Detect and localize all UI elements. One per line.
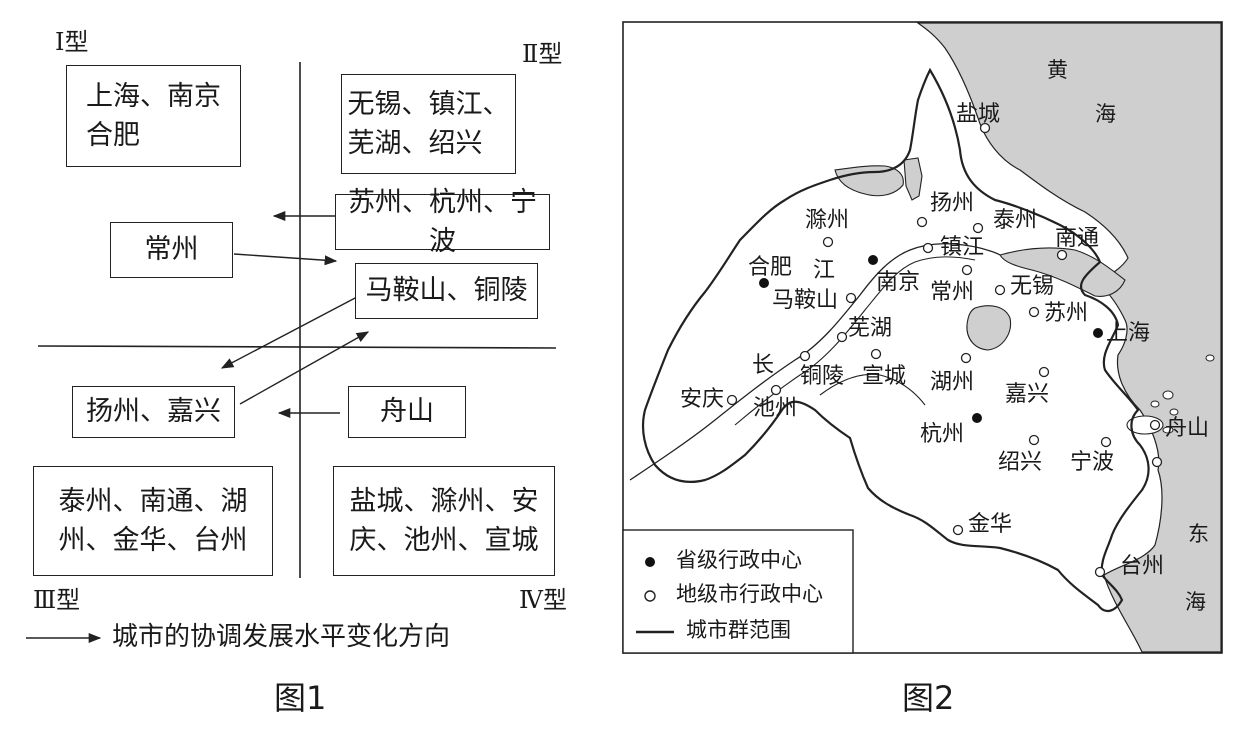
box-taizhou-nantong-huzhou-jinhua-taizhou: 泰州、南通、湖州、金华、台州 — [33, 466, 273, 576]
city-label-suzhou: 苏州 — [1044, 301, 1089, 326]
figure1-legend-label: 城市的协调发展水平变化方向 — [112, 622, 451, 652]
box-zhoushan: 舟山 — [348, 386, 466, 438]
prefectural-center-marker-taizhou_zj — [1094, 566, 1106, 578]
prefectural-center-marker-zhoushan — [1149, 419, 1161, 431]
provincial-center-marker-shanghai — [1093, 328, 1103, 338]
yangtze-river — [629, 243, 1001, 481]
prefectural-center-marker-zhenjiang — [922, 242, 934, 254]
prefectural-center-marker-jinhua — [952, 524, 964, 536]
prefectural-center-marker-tongling — [799, 350, 811, 362]
city-label-huzhou: 湖州 — [930, 370, 975, 395]
island — [1169, 408, 1179, 416]
type4-label: Ⅳ型 — [519, 586, 567, 614]
island — [1162, 390, 1174, 400]
prefectural-center-marker-shaoxing — [1028, 434, 1040, 446]
inner-boundary — [819, 373, 926, 406]
box-suzhou-hangzhou-ningbo: 苏州、杭州、宁波 — [335, 187, 550, 257]
box-maanshan-tongling: 马鞍山、铜陵 — [355, 263, 538, 319]
city-label-maanshan: 马鞍山 — [772, 288, 839, 313]
city-label-hangzhou: 杭州 — [920, 422, 965, 447]
prefectural-center-marker-taizhou_js — [972, 222, 984, 234]
prefectural-center-marker-chizhou — [770, 384, 782, 396]
lake-gaoyou — [903, 157, 923, 201]
figure2-caption: 图2 — [902, 679, 955, 717]
legend-boundary-label: 城市群范围 — [686, 618, 791, 642]
arrow-changzhou-to-right — [233, 253, 338, 266]
prefectural-center-marker-ningbo — [1100, 436, 1112, 448]
city-label-taizhou-js: 泰州 — [993, 208, 1038, 233]
prefectural-center-marker-yangzhou — [916, 216, 928, 228]
city-label-chizhou: 池州 — [753, 396, 798, 421]
city-label-jinhua: 金华 — [968, 512, 1013, 537]
city-label-ningbo: 宁波 — [1070, 450, 1115, 475]
legend-prefectural-label: 地级市行政中心 — [676, 582, 823, 606]
city-label-nantong: 南通 — [1055, 226, 1100, 251]
type3-label: Ⅲ型 — [33, 586, 81, 614]
city-label-wuhu: 芜湖 — [848, 316, 893, 341]
city-label-shanghai: 上海 — [1106, 321, 1151, 346]
city-label-hefei: 合肥 — [748, 255, 793, 280]
prefectural-center-marker-anqing — [726, 394, 738, 406]
city-label-anqing: 安庆 — [680, 387, 725, 412]
sea-label-hai-1: 海 — [1095, 102, 1116, 126]
city-label-shaoxing: 绍兴 — [998, 450, 1043, 475]
city-label-zhenjiang: 镇江 — [940, 235, 985, 260]
type2-label: Ⅱ型 — [522, 40, 563, 68]
island — [1150, 400, 1160, 408]
city-label-jiaxing: 嘉兴 — [1005, 382, 1050, 407]
prefectural-center-marker-huzhou — [960, 352, 972, 364]
yangtze-estuary — [999, 247, 1126, 297]
city-label-xuancheng: 宣城 — [862, 364, 907, 389]
city-label-wuxi: 无锡 — [1010, 274, 1055, 299]
city-label-zhoushan: 舟山 — [1165, 416, 1210, 441]
city-label-changzhou: 常州 — [930, 280, 975, 305]
legend-provincial-label: 省级行政中心 — [676, 548, 802, 572]
legend-prefectural-circle-icon — [644, 590, 656, 602]
sea-label-huang: 黄 — [1047, 58, 1068, 82]
prefectural-center-marker-yancheng — [979, 122, 991, 134]
box-yangzhou-jiaxing: 扬州、嘉兴 — [72, 386, 235, 438]
box-wuxi-zhenjiang-wuhu-shaoxing: 无锡、镇江、芜湖、绍兴 — [341, 74, 516, 174]
city-label-taizhou-zj: 台州 — [1120, 554, 1165, 579]
island — [1205, 354, 1215, 362]
river-label-chang: 长 — [752, 353, 775, 378]
figure1-caption: 图1 — [274, 679, 327, 717]
city-label-tongling: 铜陵 — [800, 364, 845, 389]
prefectural-center-marker-wuxi — [994, 284, 1006, 296]
provincial-center-marker-hangzhou — [972, 413, 982, 423]
taihu-lake — [966, 305, 1012, 351]
sea-label-dong: 东 — [1188, 522, 1209, 546]
prefectural-center-marker-chuzhou — [822, 236, 834, 248]
city-label-yancheng: 盐城 — [956, 102, 1001, 127]
horizontal-axis — [37, 345, 557, 349]
city-label-chuzhou: 滁州 — [805, 208, 850, 233]
city-label-nanjing: 南京 — [876, 270, 921, 295]
city-cluster-boundary — [641, 67, 1150, 613]
prefectural-center-marker-extra_ningbo_coast — [1151, 456, 1163, 468]
prefectural-center-marker-wuhu — [836, 331, 848, 343]
prefectural-center-marker-xuancheng — [870, 348, 882, 360]
prefectural-center-marker-maanshan — [845, 292, 857, 304]
box-changzhou: 常州 — [110, 222, 233, 278]
sea-label-hai-2: 海 — [1185, 590, 1206, 614]
provincial-center-marker-nanjing — [868, 255, 878, 265]
island — [1162, 426, 1174, 434]
legend-provincial-dot-icon — [645, 557, 655, 567]
provincial-center-marker-hefei — [759, 278, 769, 288]
prefectural-center-marker-changzhou — [961, 264, 973, 276]
box-yancheng-chuzhou-anqing-chizhou-xuancheng: 盐城、滁州、安庆、池州、宣城 — [333, 466, 555, 576]
type1-label: Ⅰ型 — [55, 28, 89, 56]
river-label-jiang: 江 — [813, 258, 836, 283]
prefectural-center-marker-jiaxing — [1038, 366, 1050, 378]
arrow-yangzhou-to-maanshan — [239, 331, 370, 405]
city-label-yangzhou: 扬州 — [930, 191, 975, 216]
arrow-maanshan-to-yangzhou — [220, 296, 358, 369]
box-shanghai-nanjing-hefei: 上海、南京合肥 — [66, 65, 241, 167]
prefectural-center-marker-suzhou — [1028, 306, 1040, 318]
prefectural-center-marker-nantong — [1056, 249, 1068, 261]
